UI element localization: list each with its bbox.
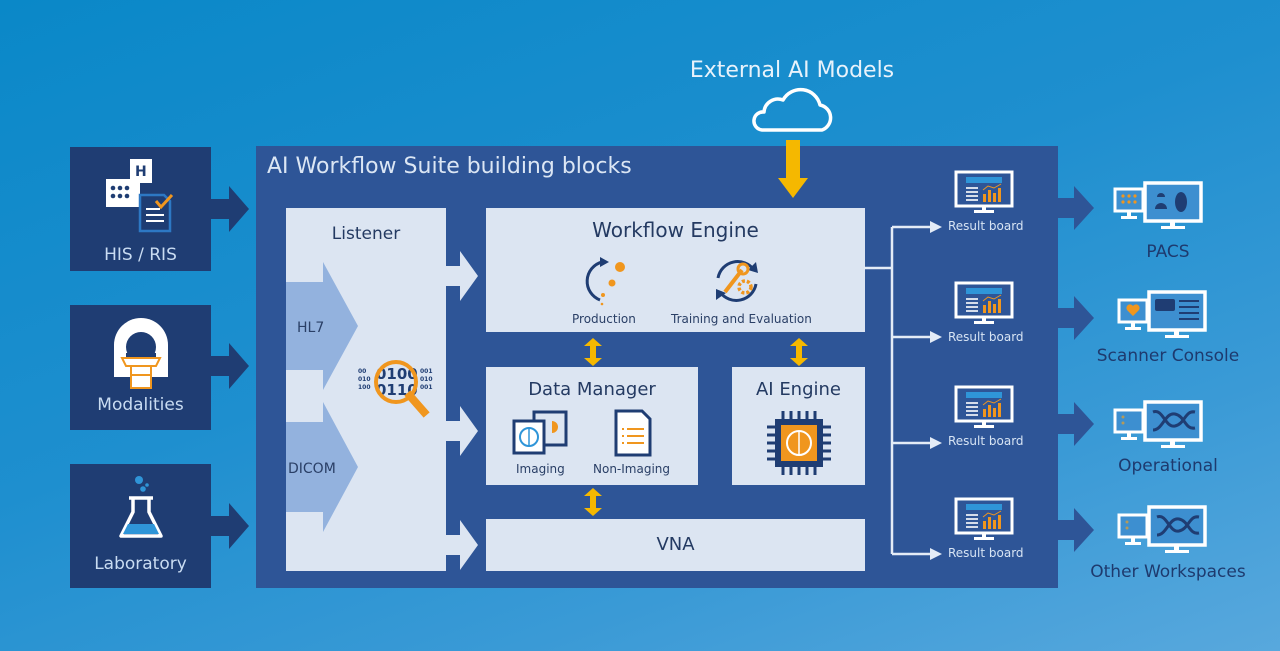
arrow-right-icon (211, 503, 249, 549)
magnifier-icon (374, 360, 430, 418)
arrow-right-icon (211, 343, 249, 389)
source-label: HIS / RIS (104, 245, 177, 265)
arrow-right-icon (211, 186, 249, 232)
workflow-engine-title: Workflow Engine (592, 218, 759, 242)
binary-text: 001 (420, 384, 433, 391)
arrow-right-icon (1058, 508, 1094, 552)
download-arrow-icon (778, 140, 808, 198)
bidirectional-arrow-icon (584, 338, 602, 366)
ai-engine-panel[interactable]: AI Engine (732, 367, 865, 485)
result-board-monitor-icon (954, 497, 1014, 540)
source-label: Modalities (97, 395, 184, 415)
source-laboratory[interactable]: Laboratory (70, 464, 211, 588)
hl7-arrow (286, 262, 358, 390)
binary-text: 00 (358, 368, 367, 375)
result-board-monitor-icon (954, 385, 1014, 428)
arrow-right-icon (446, 251, 478, 301)
result-board-label: Result board (948, 434, 1024, 448)
operational-workstation-icon (1113, 400, 1203, 448)
flask-icon (119, 476, 163, 538)
listener-panel[interactable]: Listener HL7 DICOM 00 010 100 0100 0110 … (286, 208, 446, 571)
scanner-icon (114, 318, 168, 389)
document-icon (614, 409, 652, 457)
distribution-connector (864, 221, 942, 560)
source-modalities[interactable]: Modalities (70, 305, 211, 430)
arrow-right-icon (1058, 296, 1094, 340)
binary-text: 0100 (376, 365, 418, 383)
production-cycle-icon (585, 257, 625, 306)
result-board-monitor-icon (954, 170, 1014, 213)
svg-text:H: H (135, 164, 147, 180)
dest-operational-label: Operational (1118, 456, 1218, 476)
imaging-icon (512, 410, 568, 455)
training-cycle-icon (716, 260, 758, 302)
data-manager-panel[interactable]: Data Manager Imaging Non-Imaging (486, 367, 698, 485)
arrow-right-icon (1058, 402, 1094, 446)
vna-title: VNA (656, 534, 695, 555)
arrow-right-icon (446, 520, 478, 570)
other-workspace-icon (1117, 505, 1207, 553)
result-board-label: Result board (948, 546, 1024, 560)
bidirectional-arrow-icon (790, 338, 808, 366)
arrow-right-icon (1058, 186, 1094, 230)
external-ai-models-label: External AI Models (689, 58, 895, 83)
binary-search-icon: 00 010 100 0100 0110 001 010 001 (358, 358, 444, 428)
binary-text: 010 (420, 376, 433, 383)
dest-pacs-label: PACS (1146, 242, 1190, 262)
workflow-engine-panel[interactable]: Workflow Engine Production Training and … (486, 208, 865, 332)
non-imaging-label: Non-Imaging (593, 462, 671, 476)
ai-chip-icon (767, 411, 831, 475)
source-his-ris[interactable]: H HIS / RIS (70, 147, 211, 271)
dicom-arrow (286, 402, 358, 532)
dest-scanner-console-label: Scanner Console (1096, 346, 1240, 366)
data-manager-title: Data Manager (528, 379, 656, 400)
suite-title: AI Workflow Suite building blocks (267, 154, 632, 179)
protocol-dicom: DICOM (288, 461, 336, 477)
binary-text: 001 (420, 368, 433, 375)
dest-other-workspaces-label: Other Workspaces (1090, 562, 1246, 582)
binary-text: 100 (358, 384, 371, 391)
protocol-hl7: HL7 (297, 320, 325, 336)
result-board-label: Result board (948, 330, 1024, 344)
ai-engine-title: AI Engine (755, 379, 842, 400)
pacs-workstation-icon (1113, 181, 1203, 229)
vna-panel[interactable]: VNA (486, 519, 865, 571)
result-board-monitor-icon (954, 281, 1014, 324)
listener-title: Listener (331, 224, 401, 244)
training-label: Training and Evaluation (671, 312, 812, 326)
hospital-document-icon: H (106, 159, 174, 233)
source-label: Laboratory (94, 554, 187, 574)
result-board-label: Result board (948, 219, 1024, 233)
production-label: Production (572, 312, 636, 326)
binary-text: 010 (358, 376, 371, 383)
cloud-icon (752, 87, 833, 132)
bidirectional-arrow-icon (584, 488, 602, 516)
arrow-right-icon (446, 406, 478, 456)
scanner-console-icon (1117, 290, 1207, 338)
imaging-label: Imaging (516, 462, 565, 476)
